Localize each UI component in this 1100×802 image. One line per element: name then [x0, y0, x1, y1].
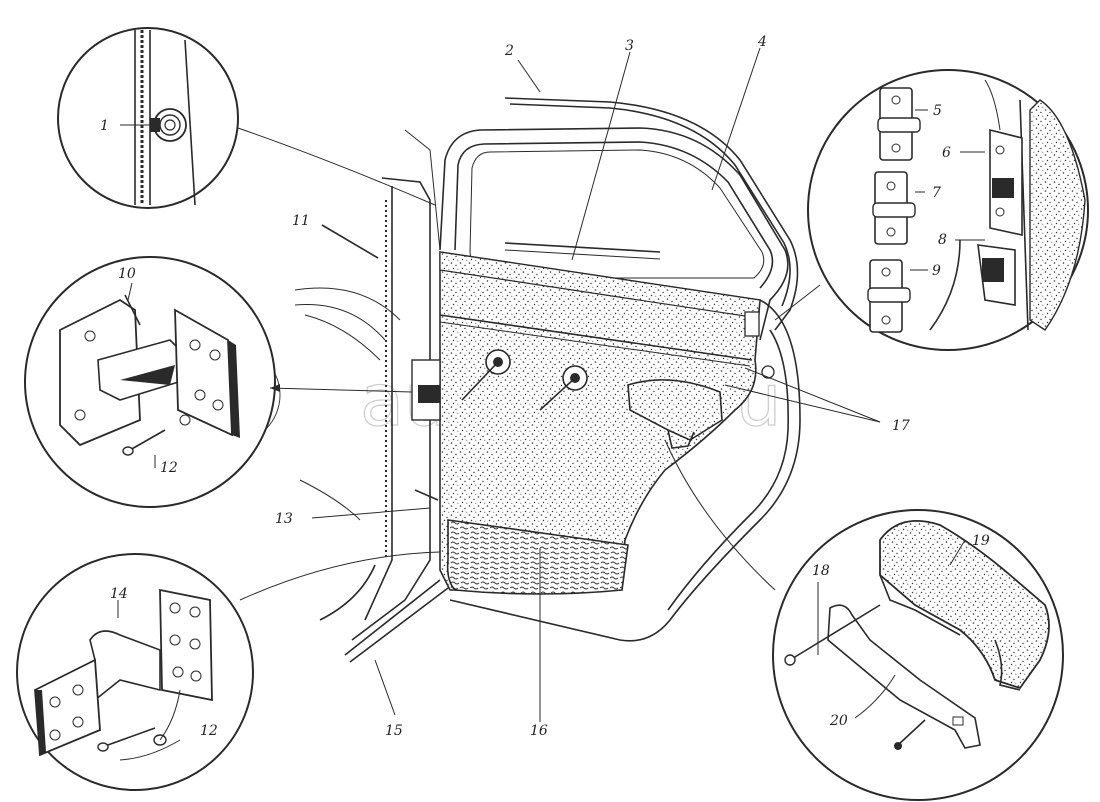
door-pocket [446, 519, 629, 595]
callout-1: 1 [100, 118, 109, 134]
detail-circle-14 [16, 551, 441, 791]
callout-13: 13 [275, 511, 293, 527]
door-trim-panel [439, 251, 761, 591]
callout-20: 20 [829, 713, 848, 729]
callout-7: 7 [932, 185, 941, 201]
callout-leaders [117, 47, 985, 761]
callout-12-upper: 12 [160, 460, 178, 476]
callout-15: 15 [385, 723, 403, 739]
detail-circle-armrest [664, 439, 1064, 801]
callout-6: 6 [942, 145, 951, 161]
callout-3: 3 [625, 38, 634, 54]
window-crank [461, 349, 511, 401]
callout-9: 9 [932, 263, 941, 279]
door-armrest [627, 379, 723, 441]
callout-16: 16 [530, 723, 548, 739]
callout-5: 5 [933, 103, 942, 119]
callout-2: 2 [504, 43, 514, 59]
detail-circle-1 [57, 27, 436, 209]
door-handle [539, 365, 588, 411]
detail-circle-hinge [24, 256, 413, 508]
callout-11: 11 [292, 213, 310, 229]
detail-circle-latch [774, 69, 1089, 351]
callout-18: 18 [812, 563, 830, 579]
callout-labels: 1 2 3 4 5 6 7 8 9 10 11 12 12 13 14 15 1… [100, 34, 990, 739]
callout-8: 8 [938, 232, 947, 248]
callout-17: 17 [892, 418, 910, 434]
main-door [294, 97, 801, 663]
callout-19: 19 [972, 533, 990, 549]
callout-12-lower: 12 [200, 723, 218, 739]
callout-4: 4 [757, 34, 767, 50]
callout-10: 10 [118, 266, 136, 282]
callout-14: 14 [110, 586, 128, 602]
